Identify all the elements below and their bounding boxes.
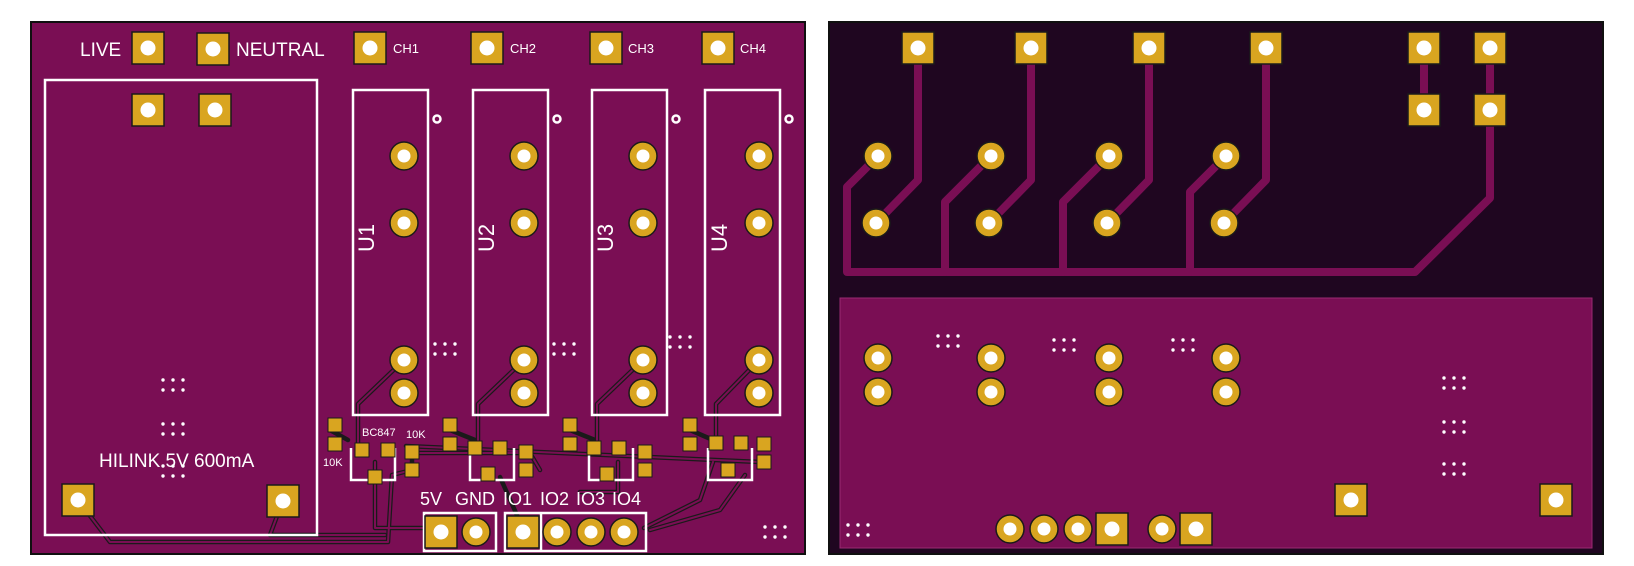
u3-relay-outline [590, 88, 669, 417]
hilink-dc-pad-2 [266, 484, 300, 518]
io-header-outline [503, 511, 648, 553]
front-traces-inner [77, 359, 761, 543]
label-io2: IO2 [540, 489, 569, 509]
label-ch1: CH1 [393, 41, 419, 56]
hilink-ac-pad-2 [198, 93, 232, 127]
label-live: LIVE [80, 40, 121, 61]
label-neutral: NEUTRAL [236, 40, 325, 61]
label-10k-lower: 10K [323, 457, 343, 469]
label-ch4: CH4 [740, 41, 766, 56]
u1-relay-outline [351, 88, 430, 417]
front-silkscreen [43, 78, 794, 553]
header-pin-gnd [461, 517, 491, 547]
label-ch3: CH3 [628, 41, 654, 56]
label-io3: IO3 [576, 489, 605, 509]
back-ch2-pad [1132, 31, 1166, 65]
ch3-terminal-pad [589, 31, 623, 65]
label-io1: IO1 [503, 489, 532, 509]
back-board [828, 21, 1604, 555]
back-ch4-pad [1407, 31, 1441, 65]
label-5v: 5V [420, 489, 442, 509]
label-u4: U4 [707, 224, 732, 252]
label-10k-upper: 10K [406, 429, 426, 441]
label-gnd: GND [455, 489, 495, 509]
hilink-module-outline [43, 78, 319, 537]
header-pin-io3 [576, 517, 606, 547]
back-neutral-pad [1473, 31, 1507, 65]
label-u3: U3 [593, 224, 618, 252]
live-terminal-pad [131, 31, 165, 65]
ch1-terminal-pad [353, 31, 387, 65]
power-header-outline [422, 511, 498, 553]
header-pin-5v [424, 515, 458, 549]
ch2-terminal-pad [470, 31, 504, 65]
label-io4: IO4 [612, 489, 641, 509]
front-board: LIVE NEUTRAL CH1 CH2 CH3 CH4 U1 U2 U3 U4… [30, 21, 806, 555]
back-live-pad [901, 31, 935, 65]
label-hilink: HILINK 5V 600mA [99, 451, 255, 472]
back-ground-pour [839, 297, 1593, 549]
u2-relay-outline [471, 88, 550, 417]
u4-relay-outline [703, 88, 782, 417]
header-pin-io2 [542, 517, 572, 547]
hilink-dc-pad-1 [61, 483, 95, 517]
header-pin-io1 [506, 515, 540, 549]
neutral-terminal-pad [196, 32, 230, 66]
label-u1: U1 [354, 224, 379, 252]
ch4-terminal-pad [701, 31, 735, 65]
back-ch1-pad [1014, 31, 1048, 65]
label-ch2: CH2 [510, 41, 536, 56]
label-u2: U2 [474, 224, 499, 252]
back-ch3-pad [1249, 31, 1283, 65]
hilink-ac-pad-1 [131, 93, 165, 127]
header-pin-io4 [609, 517, 639, 547]
label-bc847: BC847 [362, 427, 396, 439]
